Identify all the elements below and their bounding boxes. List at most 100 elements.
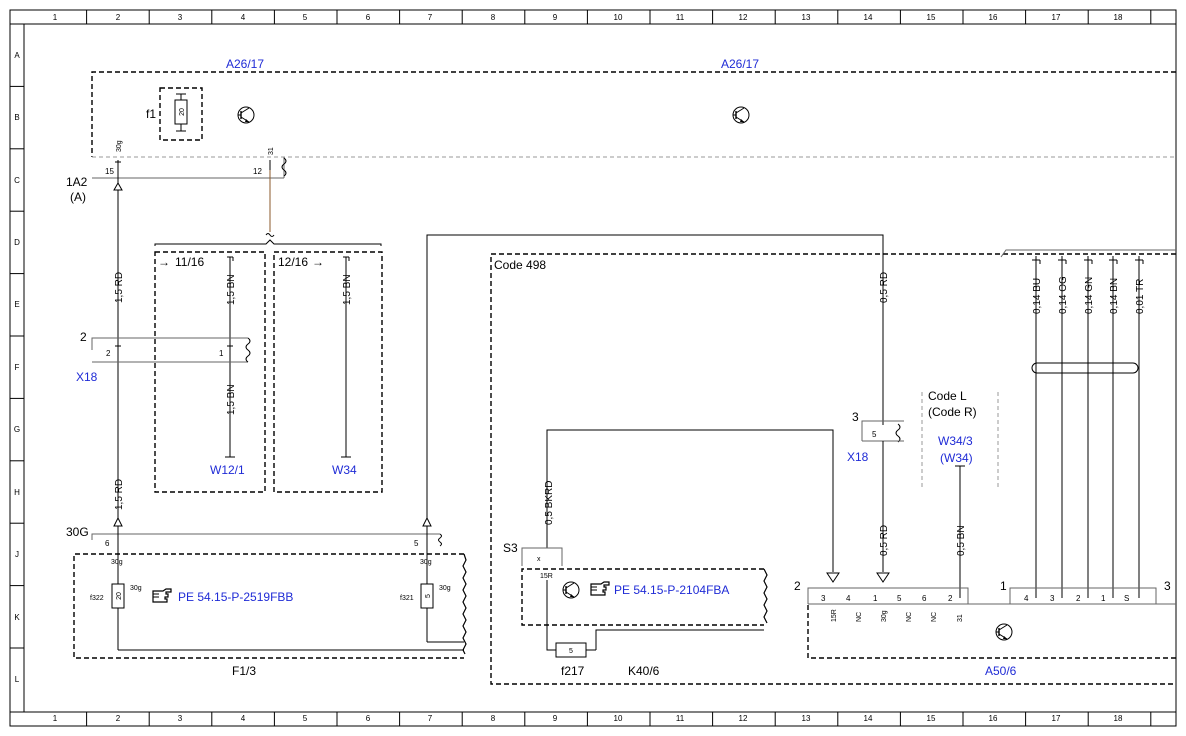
ruler-bottom-col-13: 13 (802, 714, 811, 723)
a50-side-1: 1 (1000, 579, 1007, 593)
ruler-bottom-col-17: 17 (1052, 714, 1061, 723)
a50-pin-31: 31 (957, 614, 964, 622)
f1-label: f1 (146, 107, 156, 121)
a50-pin-nc-3: NC (931, 612, 938, 622)
x18-pin-2: 2 (106, 349, 111, 358)
ref-12-16: 12/16 (278, 255, 308, 269)
x18-right-pin-5: 5 (872, 430, 877, 439)
pin-31-top: 31 (268, 147, 275, 155)
code-l-label: Code L (928, 389, 967, 403)
wire-0-14-og: 0,14 OG (1058, 276, 1069, 314)
a50-pin-4: 4 (846, 594, 851, 603)
ruler-top-col-17: 17 (1052, 13, 1061, 22)
wire-1-5-bn-upper: 1,5 BN (226, 274, 237, 305)
ruler-row-k: K (14, 613, 20, 622)
module-a50-6: 2 1 3 3 4 1 5 6 2 15R NC 30g NC NC 31 4 … (794, 579, 1176, 678)
connector-1a2-label: 1A2 (66, 175, 88, 189)
relay-k40-6: 0,5 BKRD S3 x 15R PE 54.15-P-2104FBA 5 f… (503, 429, 834, 678)
f217-label: f217 (561, 664, 585, 678)
ruler-top-col-2: 2 (116, 13, 121, 22)
fuse-icon (420, 583, 434, 609)
ruler-row-b: B (14, 113, 19, 122)
a50-right-pin-s: S (1124, 594, 1129, 603)
wire-0-14-bu: 0,14 BU (1032, 278, 1043, 314)
pin-30g-top: 30g (116, 140, 123, 152)
ruler-bottom-col-9: 9 (553, 714, 558, 723)
w34-3-label: W34/3 (938, 434, 973, 448)
ruler-bottom-col-8: 8 (491, 714, 496, 723)
ruler-top-col-16: 16 (989, 13, 998, 22)
code-498-label: Code 498 (494, 258, 546, 272)
ruler-bottom-col-18: 18 (1114, 714, 1123, 723)
ruler-top-col-10: 10 (614, 13, 623, 22)
f322-pin-30g-top: 30g (111, 559, 123, 566)
wire-0-14-gn: 0,14 GN (1084, 277, 1095, 314)
transistor-icon (562, 581, 580, 599)
x18-right-label: X18 (847, 450, 869, 464)
a50-right-pin-1: 1 (1101, 594, 1106, 603)
ruler-bottom-col-5: 5 (303, 714, 308, 723)
ruler-row-d: D (14, 238, 20, 247)
ruler-top-col-9: 9 (553, 13, 558, 22)
a50-right-pin-3: 3 (1050, 594, 1055, 603)
branch-11-16: → 11/16 1,5 BN 1,5 BN W12/1 (154, 251, 266, 493)
k40-pin-15r: 15R (540, 573, 553, 580)
fuse-icon (174, 93, 188, 132)
ruler-bottom-col-11: 11 (676, 714, 685, 723)
pe-ref-left: PE 54.15-P-2519FBB (178, 590, 293, 604)
f321-label: f321 (400, 595, 414, 602)
bus-pin-6: 6 (105, 539, 110, 548)
a50-side-2: 2 (794, 579, 801, 593)
f322-label: f322 (90, 595, 104, 602)
ruler-bottom-col-6: 6 (366, 714, 371, 723)
wire-1-5-bn-lower: 1,5 BN (226, 384, 237, 415)
a50-pin-nc-2: NC (906, 612, 913, 622)
a50-pin-2: 2 (948, 594, 953, 603)
s3-x: x (537, 556, 541, 563)
f322-rating: 20 (116, 592, 123, 600)
region-code-498: Code 498 (490, 253, 1176, 685)
a50-6-label: A50/6 (985, 664, 1017, 678)
pin-15: 15 (105, 167, 114, 176)
hand-pointer-icon (152, 588, 172, 603)
wire-0-01-tr: 0,01 TR (1135, 279, 1146, 314)
ruler-top-col-3: 3 (178, 13, 183, 22)
ruler-row-f: F (15, 363, 20, 372)
code-l-block: Code L (Code R) W34/3 (W34) 0,5 BN (921, 389, 999, 598)
a50-pin-6: 6 (922, 594, 927, 603)
connector-1a2-variant: (A) (70, 190, 86, 204)
bus-pin-5: 5 (414, 539, 419, 548)
pe-ref-right: PE 54.15-P-2104FBA (614, 583, 729, 597)
ruler-top-col-4: 4 (241, 13, 246, 22)
a26-17-label-left: A26/17 (226, 57, 264, 71)
transistor-icon (237, 106, 255, 124)
a50-side-3: 3 (1164, 579, 1171, 593)
ruler-top-col-14: 14 (864, 13, 873, 22)
f217-rating: 5 (569, 648, 573, 655)
twisted-pair-sleeve (1031, 362, 1139, 374)
transistor-icon (995, 623, 1013, 641)
connector-1a2: 15 12 1A2 (A) (66, 157, 287, 204)
ruler-bottom-col-4: 4 (241, 714, 246, 723)
ruler-row-j: J (15, 550, 19, 559)
ref-11-16: 11/16 (175, 255, 204, 269)
a50-pin-3: 3 (821, 594, 826, 603)
bus-30g-label: 30G (66, 525, 89, 539)
a50-right-pin-2: 2 (1076, 594, 1081, 603)
pin-12: 12 (253, 167, 262, 176)
ruler-row-g: G (14, 425, 20, 434)
w34-label: W34 (332, 463, 357, 477)
arrow-right-icon: → (312, 255, 324, 269)
wire-1-5-bn-w34: 1,5 BN (342, 274, 353, 305)
wire-1-5-rd-upper: 1,5 RD (114, 272, 125, 303)
f321-rating: 5 (425, 594, 432, 598)
f321-pin-30g-top: 30g (420, 559, 432, 566)
transistor-icon (732, 106, 750, 124)
connector-x18-right: 0,5 RD 3 5 X18 0,5 RD (826, 272, 904, 583)
ruler-top-col-5: 5 (303, 13, 308, 22)
w34-paren-label: (W34) (940, 451, 973, 465)
wire-0-5-bn: 0,5 BN (956, 525, 967, 556)
f1-3-label: F1/3 (232, 664, 256, 678)
ruler-bottom-col-1: 1 (53, 714, 58, 723)
ruler-bottom-col-10: 10 (614, 714, 623, 723)
